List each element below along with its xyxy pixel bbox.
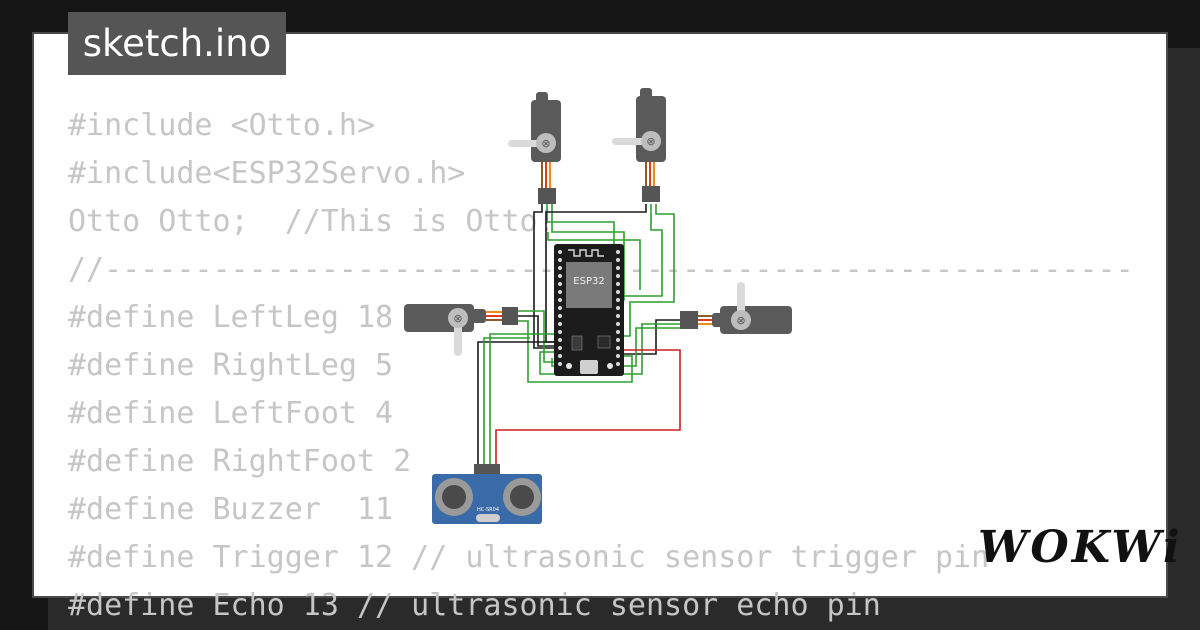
board-pins-left (558, 250, 562, 366)
code-line: #define LeftFoot 4 (68, 396, 394, 431)
servo-tab (472, 309, 486, 323)
wire (477, 341, 556, 474)
servo-connector (538, 188, 556, 204)
servo-shaft-mark: ⊗ (453, 312, 462, 325)
code-line: #define Buzzer 11 (68, 492, 394, 527)
sensor-label: HC-SR04 (477, 507, 499, 513)
file-tab-label: sketch.ino (82, 22, 272, 65)
ultrasonic-sensor[interactable]: HC-SR04 (432, 464, 542, 524)
code-line: #include<ESP32Servo.h> (68, 156, 466, 191)
servo-motor[interactable]: ⊗ (612, 88, 666, 202)
servo-motor[interactable]: ⊗ (680, 282, 792, 334)
wire (483, 337, 530, 474)
board-pins-right (616, 250, 620, 366)
esp32-module (566, 262, 612, 308)
servo-horn (508, 140, 544, 147)
board-antenna (568, 249, 604, 257)
servo-motor[interactable]: ⊗ (508, 92, 561, 204)
wire (533, 204, 556, 349)
wire (495, 349, 681, 474)
servo-shaft (448, 308, 468, 328)
servo-shaft (731, 310, 751, 330)
servo-shaft-mark: ⊗ (646, 135, 655, 148)
board-chip (597, 335, 611, 349)
servo-body (720, 306, 792, 334)
code-line: #define Trigger 12 // ultrasonic sensor … (68, 540, 990, 575)
sensor-transducer-mesh (510, 485, 534, 509)
servo-connector (642, 186, 660, 202)
servo-connector (680, 311, 698, 329)
servo-tab (712, 313, 724, 327)
servo-shaft (641, 131, 661, 151)
sensor-crystal (476, 514, 500, 522)
wire (618, 204, 675, 337)
boot-button (607, 363, 613, 369)
wire (547, 232, 641, 290)
wire (518, 310, 556, 363)
wokwi-logo: WOKWi (978, 522, 1183, 573)
file-tab[interactable]: sketch.ino (68, 12, 286, 75)
wire (620, 319, 680, 355)
reset-button (566, 363, 572, 369)
servo-shaft-mark: ⊗ (736, 314, 745, 327)
wire (551, 327, 680, 367)
esp32-board[interactable]: ESP32 (554, 244, 624, 376)
wire (518, 320, 633, 383)
servo-shaft-mark: ⊗ (541, 137, 550, 150)
code-line: Otto Otto; //This is Otto! (68, 204, 556, 239)
code-line: #include <Otto.h> (68, 108, 376, 143)
code-line: #define RightFoot 2 (68, 444, 412, 479)
servo-horn (612, 138, 650, 145)
board-label: ESP32 (573, 276, 604, 287)
code-line: #define Echo 13 // ultrasonic sensor ech… (68, 588, 881, 623)
sensor-header (474, 464, 500, 476)
usb-port (580, 360, 598, 374)
wire (546, 204, 615, 248)
wire (518, 315, 556, 347)
servo-connector (502, 307, 518, 325)
servo-shaft (536, 133, 556, 153)
wire (489, 333, 556, 474)
code-line: #define RightLeg 5 (68, 348, 394, 383)
wire (618, 204, 663, 297)
sensor-transducer-mesh (442, 485, 466, 509)
board-chip (571, 335, 583, 351)
code-block: #include <Otto.h> #include<ESP32Servo.h> O… (68, 102, 1134, 630)
code-line: #define LeftLeg 18 (68, 300, 394, 335)
servo-body (636, 96, 666, 162)
servo-motor[interactable]: ⊗ (404, 304, 518, 356)
